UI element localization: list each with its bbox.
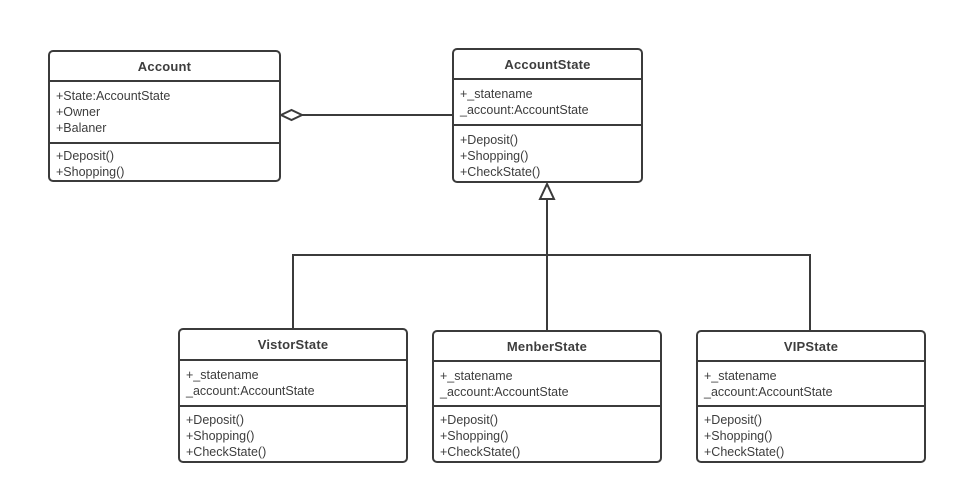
class-vipstate-title: VIPState — [783, 338, 839, 354]
class-vistorstate-title: VistorState — [257, 337, 329, 352]
class-member: +CheckState() — [460, 164, 541, 179]
class-member: +Balaner — [56, 121, 107, 135]
class-member: +Shopping() — [186, 429, 255, 443]
class-member: _account:AccountState — [186, 384, 315, 398]
class-member: +_statename — [440, 368, 513, 383]
class-member: +Deposit() — [186, 413, 245, 427]
class-vistorstate-methods: +Deposit() +Shopping() +CheckState() — [180, 405, 406, 465]
aggregation-diamond-icon — [278, 108, 305, 122]
class-member: +Shopping() — [440, 429, 509, 443]
class-accountstate-methods: +Deposit()+Shopping()+CheckState() — [454, 124, 641, 185]
class-menberstate-methods: +Deposit() +Shopping() +CheckState() — [434, 405, 660, 465]
class-vistorstate-attributes: +_statename _account:AccountState — [180, 359, 406, 405]
class-member: +Owner — [56, 105, 101, 119]
class-member: +State:AccountState — [56, 89, 171, 103]
class-member: +Deposit() — [704, 413, 763, 427]
class-accountstate: AccountState +_statename _account:Account… — [452, 48, 643, 183]
class-accountstate-title: AccountState — [504, 56, 591, 72]
class-account-attributes: +State:AccountState +Owner +Balaner — [50, 80, 279, 142]
class-account: Account +State:AccountState +Owner +Balane… — [48, 50, 281, 182]
class-menberstate: MenberState +_statename_account:AccountS… — [432, 330, 662, 463]
class-member: +Shopping() — [56, 165, 125, 179]
class-vipstate-methods: +Deposit() +Shopping() +CheckState() — [698, 405, 924, 465]
class-member: +Deposit() — [460, 132, 519, 147]
class-member: _account:AccountState — [704, 384, 833, 399]
class-member: +CheckState() — [440, 445, 521, 459]
class-member: +Shopping() — [704, 429, 773, 443]
class-vistorstate: VistorState +_statename _account:AccountS… — [178, 328, 408, 463]
class-member: +Shopping() — [460, 148, 529, 163]
class-menberstate-title: MenberState — [506, 338, 588, 354]
inheritance-triangle-icon — [538, 181, 556, 200]
class-member: +_statename — [186, 368, 259, 382]
class-vipstate-attributes: +_statename_account:AccountState — [698, 360, 924, 405]
class-member: +_statename — [460, 87, 533, 101]
class-member: +CheckState() — [186, 445, 267, 459]
class-member: +CheckState() — [704, 445, 785, 459]
class-menberstate-attributes: +_statename_account:AccountState — [434, 360, 660, 405]
class-account-methods: +Deposit() +Shopping() — [50, 142, 279, 184]
class-accountstate-attributes: +_statename _account:AccountState — [454, 78, 641, 124]
class-member: +Deposit() — [56, 149, 115, 163]
class-member: +_statename — [704, 368, 777, 383]
class-member: _account:AccountState — [460, 103, 589, 117]
class-member: _account:AccountState — [440, 384, 569, 399]
class-vipstate: VIPState +_statename_account:AccountStat… — [696, 330, 926, 463]
class-member: +Deposit() — [440, 413, 499, 427]
class-account-title: Account — [137, 58, 192, 74]
